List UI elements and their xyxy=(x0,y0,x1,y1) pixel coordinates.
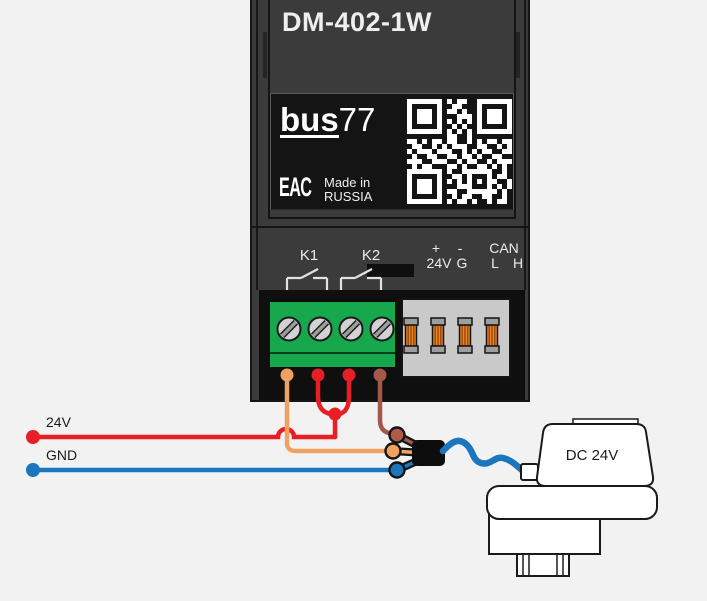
relay-symbol-k1 xyxy=(285,268,329,290)
module-right-edge xyxy=(524,0,526,290)
qr-code xyxy=(407,99,512,204)
connector-sleeve xyxy=(412,440,445,466)
ground-wire-label: GND xyxy=(46,447,78,463)
terminal-can-label: CAN xyxy=(489,240,519,256)
din-clip-left xyxy=(263,32,267,78)
made-in-text: Made in RUSSIA xyxy=(324,176,372,204)
cable-inlet-nozzle xyxy=(520,463,539,481)
actuator-top-tab xyxy=(572,418,639,427)
panel-divider xyxy=(252,226,528,228)
bus77-logo: bus77 xyxy=(280,101,376,139)
relay-symbol-k2 xyxy=(339,268,383,290)
case-slot xyxy=(367,264,414,277)
terminal-g-label: G xyxy=(456,255,468,271)
bus-terminal-block xyxy=(401,298,511,378)
push-terminals xyxy=(403,317,500,354)
terminal-can-h-label: H xyxy=(512,255,524,271)
actuator-label: DC 24V xyxy=(566,447,619,464)
wire-gnd xyxy=(26,463,396,477)
terminal-can-l-label: L xyxy=(491,255,499,271)
terminal-block-seam xyxy=(270,352,395,354)
orange-splice-dot xyxy=(384,442,402,460)
din-clip-right xyxy=(516,32,520,78)
terminal-plus-label: + xyxy=(431,240,441,256)
blue-splice-dot xyxy=(388,461,406,479)
eac-certification-mark: EAC xyxy=(279,172,312,202)
bus77-logo-rest: 77 xyxy=(338,101,376,138)
terminal-24v-label: 24V xyxy=(426,255,452,271)
relay-terminal-block xyxy=(268,300,397,369)
supply-endpoint-dot xyxy=(26,430,40,444)
actuator-head xyxy=(535,423,655,487)
red-junction-dot xyxy=(328,407,342,421)
valve-actuator: DC 24V xyxy=(486,418,658,577)
made-in-line1: Made in xyxy=(324,175,371,190)
cable-connector xyxy=(384,426,527,479)
terminal-minus-label: - xyxy=(457,240,463,256)
screw-terminals xyxy=(276,316,395,342)
made-in-line2: RUSSIA xyxy=(324,189,373,204)
relay-k1-label: K1 xyxy=(299,247,319,264)
bus77-logo-bold: bus xyxy=(280,101,339,139)
ground-endpoint-dot xyxy=(26,463,40,477)
valve-body xyxy=(488,504,601,555)
supply-wire-label: 24V xyxy=(46,414,71,430)
module-left-edge xyxy=(256,0,258,290)
relay-k2-label: K2 xyxy=(361,247,381,264)
label-sticker: bus77 EAC Made in RUSSIA xyxy=(270,93,514,210)
actuator-base xyxy=(486,485,658,520)
valve-stem xyxy=(516,547,570,577)
module-title: DM-402-1W xyxy=(282,7,433,37)
dimmer-module: DM-402-1W bus77 EAC Made in RUSSIA K1 K2… xyxy=(250,0,530,402)
brown-splice-dot xyxy=(388,426,406,444)
actuator-cable xyxy=(439,437,527,475)
